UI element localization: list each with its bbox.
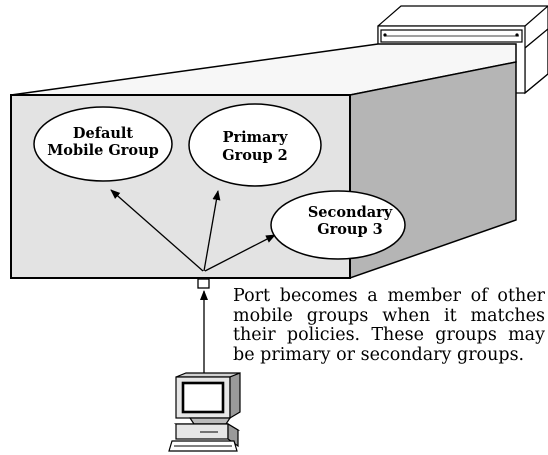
secondary-group-label-line1: Secondary [308,204,393,221]
arrow-to-default-group [110,189,204,272]
secondary-group-3: Secondary Group 3 [270,190,406,260]
membership-arrows [110,189,276,374]
caption-text: Port becomes a member of other mobile gr… [233,286,545,365]
default-mobile-group: Default Mobile Group [33,106,173,182]
workstation-icon [168,372,241,452]
arrow-to-primary-group [203,190,221,272]
primary-group-2: Primary Group 2 [188,103,322,187]
secondary-group-label-line2: Group 3 [317,221,383,238]
port-icon [197,278,210,289]
primary-group-label-line1: Primary [223,129,288,146]
arrow-to-secondary-group [204,234,276,272]
default-group-label-line1: Default [73,125,133,142]
primary-group-label-line2: Group 2 [222,147,288,164]
default-group-label-line2: Mobile Group [47,142,159,159]
